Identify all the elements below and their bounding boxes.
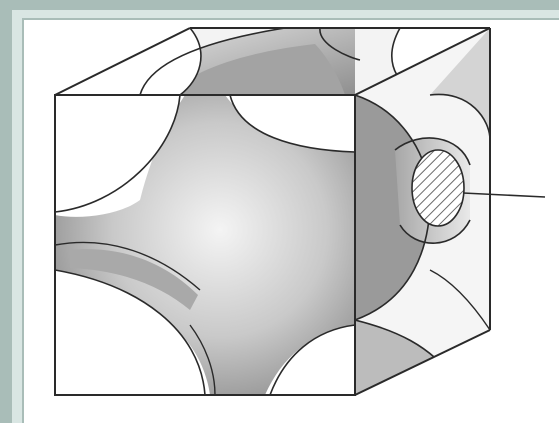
hatched-section <box>412 150 464 226</box>
front-face <box>55 95 355 395</box>
